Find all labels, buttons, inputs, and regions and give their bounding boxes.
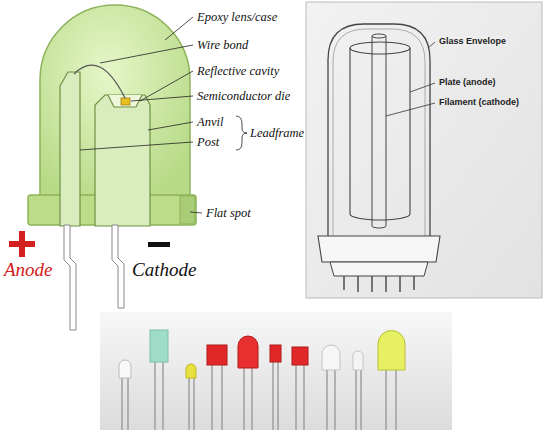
led-legs: [122, 362, 396, 430]
group-label: Leadframe: [250, 126, 304, 140]
vacuum-tube-drawing: [306, 2, 542, 298]
led-leg: [193, 378, 194, 430]
part-label: Epoxy lens/case: [197, 10, 277, 24]
part-label: Glass Envelope: [438, 36, 507, 46]
led-leg: [272, 362, 273, 430]
led-leg: [395, 370, 396, 430]
led-leg: [211, 365, 212, 430]
leader-line: [148, 122, 193, 130]
tube-base: [330, 262, 428, 276]
leader-line: [428, 42, 435, 48]
pin: [385, 276, 386, 292]
semiconductor-die: [121, 98, 130, 105]
led-leg: [251, 368, 252, 430]
part-label: Wire bond: [197, 38, 248, 52]
part-label: Reflective cavity: [197, 64, 279, 78]
glass-envelope: [333, 29, 425, 236]
image-panel: [306, 2, 542, 298]
leader-line: [190, 212, 202, 213]
led-leg: [121, 378, 122, 430]
yellow-green-led: [378, 331, 405, 371]
part-label: Flat spot: [206, 206, 251, 220]
leader-line: [165, 17, 193, 40]
pin-label: Cathode: [132, 259, 196, 281]
post: [60, 72, 80, 226]
glass-envelope: [328, 24, 430, 236]
led-leg: [221, 365, 222, 430]
anvil: [95, 95, 150, 226]
white-led: [119, 360, 131, 378]
leader-lines: [386, 42, 435, 116]
pin-label: Anode: [4, 259, 53, 281]
red-led: [238, 336, 258, 368]
pin: [357, 276, 358, 292]
flat-spot: [180, 196, 195, 224]
bracket: [236, 116, 247, 150]
led-leg: [188, 378, 189, 430]
led-leg: [277, 362, 278, 430]
red-led: [207, 345, 227, 365]
minus-sign: [148, 242, 170, 247]
part-label: Plate (anode): [438, 77, 497, 87]
led-leg: [154, 362, 155, 430]
leader-line: [410, 83, 435, 92]
teal-led: [150, 330, 168, 362]
pin: [371, 276, 372, 292]
leader-line: [100, 45, 193, 63]
leader-line: [386, 103, 435, 116]
tube-pins: [344, 276, 414, 292]
leader-line: [131, 96, 193, 101]
led-leg: [334, 370, 335, 430]
anode-lead: [64, 225, 76, 330]
led-leg: [127, 378, 128, 430]
filament: [372, 36, 386, 228]
tube-base: [318, 236, 440, 262]
led-drawing: [9, 5, 247, 330]
pin: [343, 276, 344, 290]
red-led: [292, 347, 308, 365]
plus-sign: [19, 231, 25, 257]
leader-line: [80, 142, 193, 150]
led-leg: [326, 370, 327, 430]
plate: [350, 48, 410, 220]
cathode-lead: [112, 225, 124, 308]
pin: [399, 276, 400, 292]
pin: [413, 276, 414, 290]
part-label: Post: [197, 135, 219, 149]
photo-background: [100, 312, 452, 430]
filament: [372, 34, 386, 38]
white-led: [322, 345, 340, 370]
wire-bond: [74, 65, 125, 98]
yellow-led: [186, 364, 196, 378]
led-leg: [162, 362, 163, 430]
part-label: Semiconductor die: [197, 89, 290, 103]
white-led: [353, 351, 363, 370]
led-leg: [295, 365, 296, 430]
led-photo: [100, 312, 452, 430]
plate: [350, 42, 410, 54]
red-led: [270, 345, 281, 362]
part-label: Filament (cathode): [438, 97, 520, 107]
led-leg: [303, 365, 304, 430]
part-label: Anvil: [197, 115, 223, 129]
led-leg: [243, 368, 244, 430]
led-leg: [355, 370, 356, 430]
led-leg: [385, 370, 386, 430]
led-leg: [360, 370, 361, 430]
